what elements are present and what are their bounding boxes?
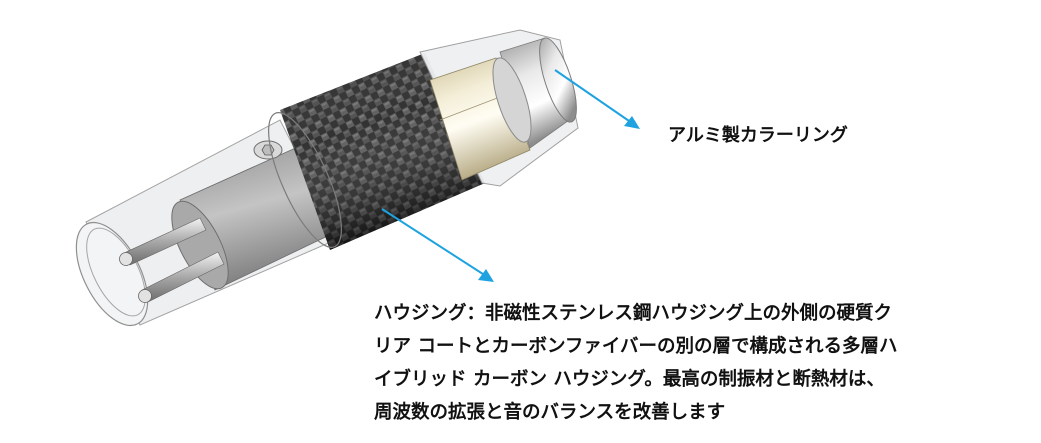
housing-description-line-4: 周波数の拡張と音のバランスを改善します (374, 402, 726, 423)
housing-description-line-2: リア コートとカーボンファイバーの別の層で構成される多層ハ (374, 336, 898, 357)
housing-description: ハウジング：非磁性ステンレス鋼ハウジング上の外側の硬質ク リア コートとカーボン… (374, 297, 994, 429)
aluminium-collar-ring (492, 37, 577, 149)
carbon-fiber-sleeve (268, 53, 485, 250)
ring-arrow-icon (554, 69, 640, 129)
xlr-pins (119, 217, 225, 303)
housing-arrow-icon (381, 208, 494, 282)
housing-description-line-1: ハウジング：非磁性ステンレス鋼ハウジング上の外側の硬質ク (374, 303, 893, 324)
housing-description-line-3: イブリッド カーボン ハウジング。最高の制振材と断熱材は、 (374, 369, 885, 390)
aluminium-collar-ring-label: アルミ製カラーリング (668, 125, 848, 146)
